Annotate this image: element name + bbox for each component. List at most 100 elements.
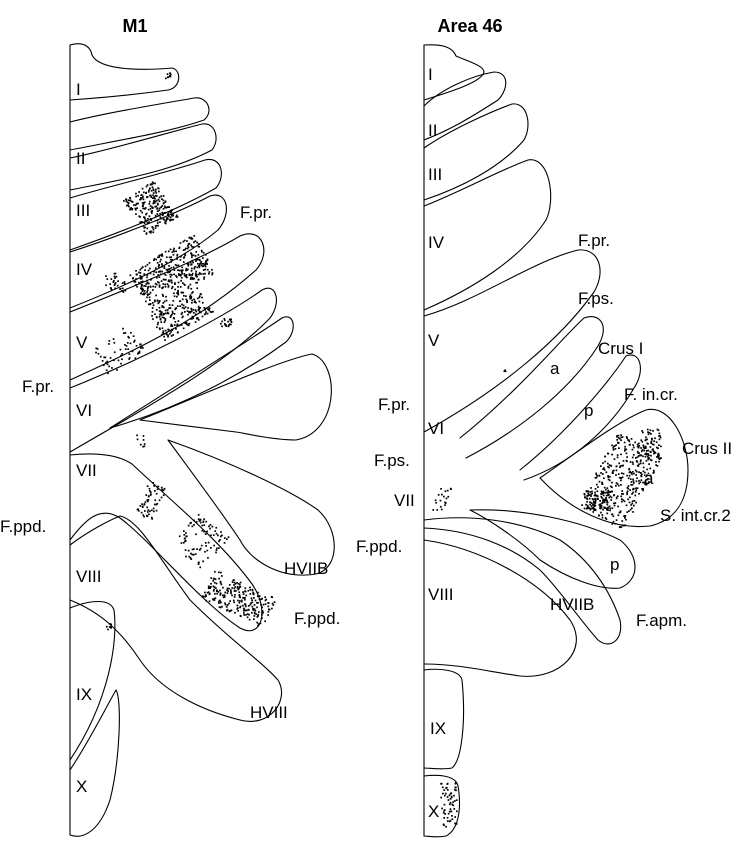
neuron-dot [620, 454, 622, 456]
neuron-dot [452, 801, 454, 803]
neuron-dot [255, 610, 257, 612]
neuron-dot [195, 553, 197, 555]
neuron-dot [145, 192, 147, 194]
neuron-dot [124, 344, 126, 346]
neuron-dot [172, 219, 174, 221]
neuron-dot [109, 623, 111, 625]
neuron-dot [230, 593, 232, 595]
neuron-dot [619, 477, 621, 479]
neuron-dot [650, 459, 652, 461]
neuron-dot [155, 225, 157, 227]
neuron-dot [164, 339, 166, 341]
neuron-dot [138, 191, 140, 193]
neuron-dot [164, 488, 166, 490]
area46-fissure-fps-left: F.ps. [374, 451, 410, 470]
neuron-dot [628, 477, 630, 479]
neuron-dot [641, 479, 643, 481]
area46-lobule-i-outline [424, 45, 484, 100]
neuron-dot [638, 465, 640, 467]
neuron-dot [179, 305, 181, 307]
neuron-dot [456, 799, 458, 801]
neuron-dot [218, 591, 220, 593]
neuron-dot [157, 486, 159, 488]
neuron-dot [621, 520, 623, 522]
neuron-dot [163, 279, 165, 281]
neuron-dot [620, 434, 622, 436]
neuron-dot [630, 461, 632, 463]
neuron-dot [267, 614, 269, 616]
m1-hviib-outline [70, 454, 262, 631]
neuron-dot [188, 325, 190, 327]
neuron-dot [146, 280, 148, 282]
neuron-dot [140, 505, 142, 507]
neuron-dot [165, 261, 167, 263]
neuron-dot [158, 301, 160, 303]
neuron-dot [653, 440, 655, 442]
m1-lobule-v-outline [70, 234, 264, 380]
neuron-dot [641, 451, 643, 453]
neuron-dot [633, 473, 635, 475]
neuron-dot [170, 331, 172, 333]
neuron-dot [168, 279, 170, 281]
neuron-dot [633, 505, 635, 507]
neuron-dot [120, 363, 122, 365]
neuron-dot [150, 205, 152, 207]
neuron-dot [155, 192, 157, 194]
neuron-dot [149, 510, 151, 512]
m1-crus-outline [140, 354, 331, 440]
neuron-dot [589, 501, 591, 503]
neuron-dot [178, 273, 180, 275]
neuron-dot [221, 584, 223, 586]
m1-panel: M1 I II III IV V VI VII VIII IX X HVIIB … [0, 16, 340, 836]
neuron-dot [152, 188, 154, 190]
neuron-dot [146, 196, 148, 198]
neuron-dot [596, 484, 598, 486]
neuron-dot [158, 215, 160, 217]
neuron-dot [159, 499, 161, 501]
neuron-dot [253, 594, 255, 596]
neuron-dot [162, 294, 164, 296]
neuron-dot [127, 336, 129, 338]
area46-p-lobule-outline [470, 510, 635, 588]
neuron-dot [621, 498, 623, 500]
neuron-dot [600, 508, 602, 510]
neuron-dot [172, 251, 174, 253]
neuron-dot [139, 221, 141, 223]
neuron-dot [147, 274, 149, 276]
neuron-dot [169, 271, 171, 273]
neuron-dot [440, 783, 442, 785]
neuron-dot [595, 502, 597, 504]
neuron-dot [113, 359, 115, 361]
neuron-dot [249, 587, 251, 589]
neuron-dot [163, 195, 165, 197]
neuron-dot [627, 488, 629, 490]
neuron-dot [441, 509, 443, 511]
neuron-dot [606, 504, 608, 506]
neuron-dot [647, 429, 649, 431]
neuron-dot [606, 499, 608, 501]
neuron-dot [149, 293, 151, 295]
neuron-dot [589, 498, 591, 500]
neuron-dot [228, 588, 230, 590]
neuron-dot [196, 274, 198, 276]
neuron-dot [111, 289, 113, 291]
neuron-dot [621, 490, 623, 492]
neuron-dot [602, 462, 604, 464]
neuron-dot [605, 497, 607, 499]
neuron-dot [111, 278, 113, 280]
neuron-dot [157, 222, 159, 224]
neuron-dot [227, 592, 229, 594]
neuron-dot [146, 291, 148, 293]
neuron-dot [647, 456, 649, 458]
neuron-dot [251, 612, 253, 614]
neuron-dot [635, 470, 637, 472]
neuron-dot [177, 286, 179, 288]
area46-fps-fold [460, 317, 603, 458]
neuron-dot [613, 515, 615, 517]
neuron-dot [138, 282, 140, 284]
neuron-dot [149, 201, 151, 203]
neuron-dot [453, 795, 455, 797]
neuron-dot [206, 262, 208, 264]
neuron-dot [216, 593, 218, 595]
neuron-dot [221, 326, 223, 328]
